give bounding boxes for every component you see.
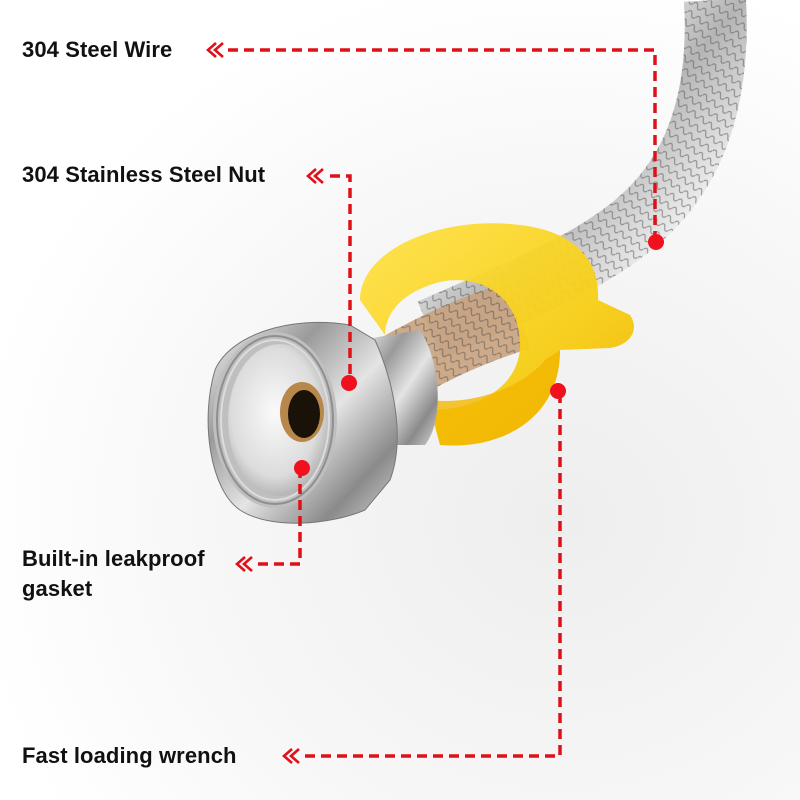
label-leakproof-gasket-line1: Built-in leakproof bbox=[22, 546, 205, 571]
label-leakproof-gasket-line2: gasket bbox=[22, 576, 93, 601]
label-stainless-steel-nut: 304 Stainless Steel Nut bbox=[22, 162, 266, 187]
label-steel-wire: 304 Steel Wire bbox=[22, 37, 173, 62]
label-fast-loading-wrench: Fast loading wrench bbox=[22, 743, 237, 768]
